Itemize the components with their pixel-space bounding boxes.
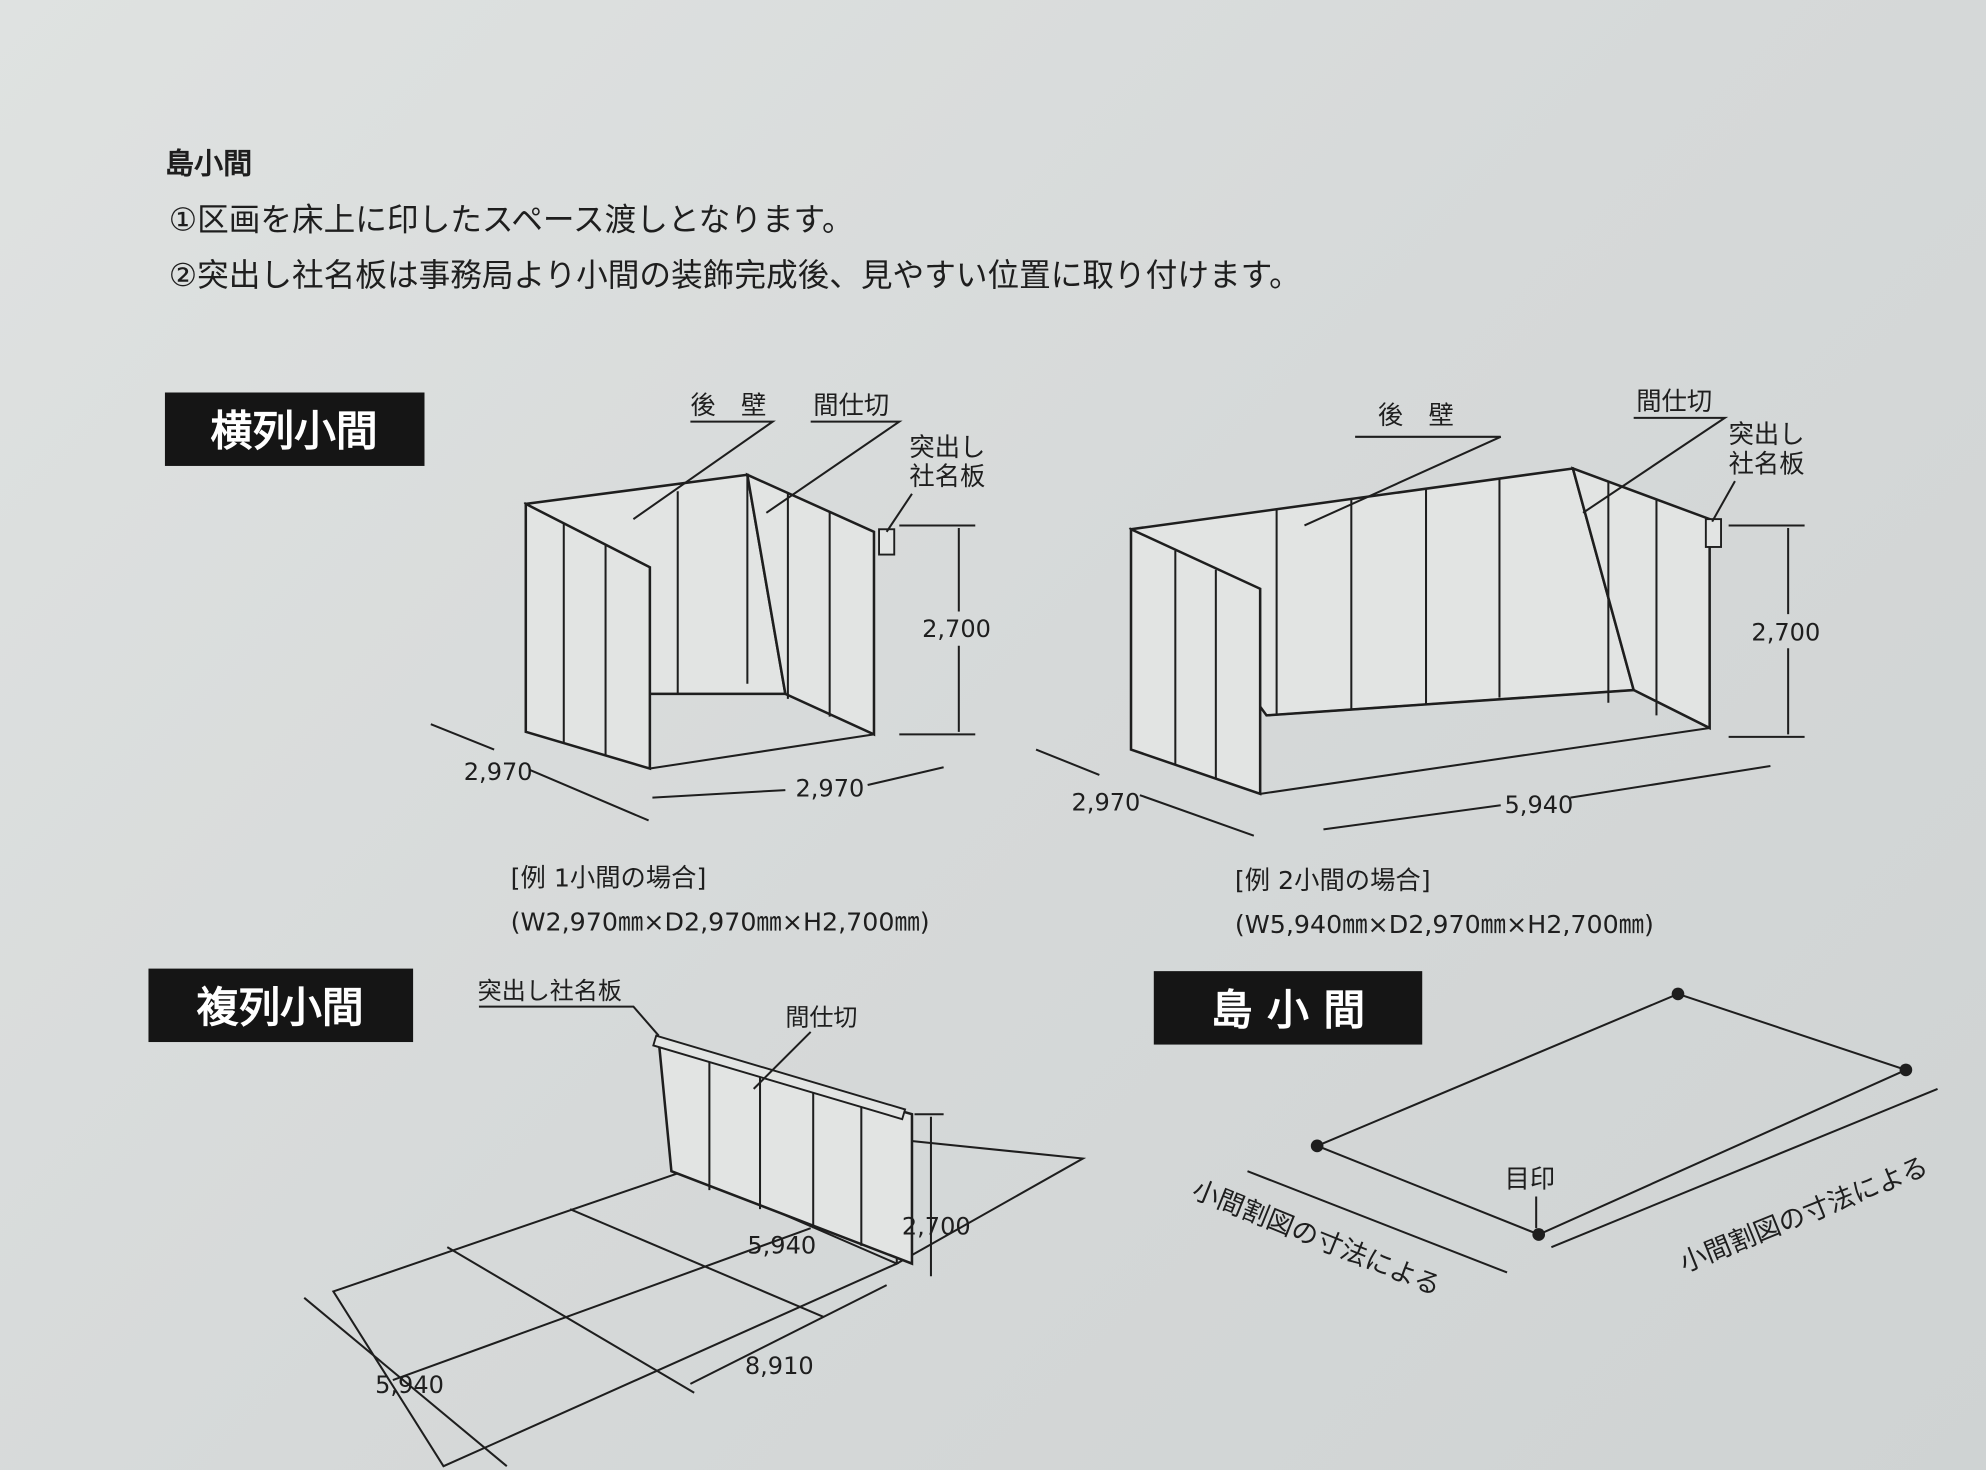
- svg-text:突出し社名板: 突出し社名板: [478, 977, 622, 1005]
- mark-label: 目印: [1505, 1164, 1556, 1194]
- svg-text:社名板: 社名板: [1729, 448, 1805, 478]
- label-island-booth: 島 小 間: [1153, 971, 1423, 1045]
- svg-text:8,910: 8,910: [745, 1352, 814, 1380]
- width-dim: 2,970: [795, 774, 864, 802]
- diagram-row-2-booth: 後 壁 間仕切 突出し 社名板 2,700 2,970 5,940 [例 2小間…: [1035, 386, 1820, 939]
- svg-text:突出し: 突出し: [1729, 419, 1805, 449]
- note-line-1: ①区画を床上に印したスペース渡しとなります。: [169, 202, 854, 238]
- svg-text:2,970: 2,970: [1072, 788, 1141, 816]
- svg-text:間仕切: 間仕切: [1636, 386, 1712, 416]
- caption-1: [例 1小間の場合]: [511, 862, 707, 892]
- label-row-booth: 横列小間: [164, 392, 425, 466]
- svg-text:突出し: 突出し: [909, 432, 985, 462]
- svg-text:島 小 間: 島 小 間: [1211, 985, 1365, 1034]
- svg-text:5,940: 5,940: [375, 1371, 444, 1399]
- diagram-double-booth: 突出し社名板 間仕切 2,700 5,940 8,910 5,940: [303, 977, 1087, 1468]
- svg-text:間仕切: 間仕切: [813, 390, 889, 420]
- svg-text:横列小間: 横列小間: [211, 407, 378, 456]
- caption-2: (W2,970㎜×D2,970㎜×H2,700㎜): [511, 907, 930, 937]
- note-line-2: ②突出し社名板は事務局より小間の装飾完成後、見やすい位置に取り付けます。: [169, 258, 1301, 294]
- svg-text:5,940: 5,940: [747, 1231, 816, 1259]
- height-dim: 2,700: [922, 615, 991, 643]
- svg-text:間仕切: 間仕切: [785, 1004, 857, 1032]
- svg-text:小間割図の寸法による: 小間割図の寸法による: [1188, 1174, 1445, 1302]
- svg-text:後 壁: 後 壁: [690, 390, 766, 420]
- svg-text:2,700: 2,700: [1751, 619, 1820, 647]
- svg-text:社名板: 社名板: [909, 461, 985, 491]
- svg-text:(W5,940㎜×D2,970㎜×H2,700㎜): (W5,940㎜×D2,970㎜×H2,700㎜): [1235, 909, 1654, 939]
- label-double-booth: 複列小間: [148, 968, 414, 1043]
- svg-text:後 壁: 後 壁: [1378, 400, 1454, 430]
- sign-board: [878, 528, 896, 556]
- svg-text:[例 2小間の場合]: [例 2小間の場合]: [1235, 865, 1431, 895]
- section-title: 島小間: [165, 146, 252, 180]
- svg-text:複列小間: 複列小間: [197, 983, 364, 1032]
- svg-text:2,700: 2,700: [902, 1212, 971, 1240]
- diagram-row-1-booth: 後 壁 間仕切 突出し 社名板 2,700 2,970 2,970 [例 1小間…: [430, 390, 991, 937]
- svg-text:小間割図の寸法による: 小間割図の寸法による: [1675, 1151, 1932, 1279]
- svg-text:5,940: 5,940: [1505, 791, 1574, 819]
- depth-dim: 2,970: [464, 758, 533, 786]
